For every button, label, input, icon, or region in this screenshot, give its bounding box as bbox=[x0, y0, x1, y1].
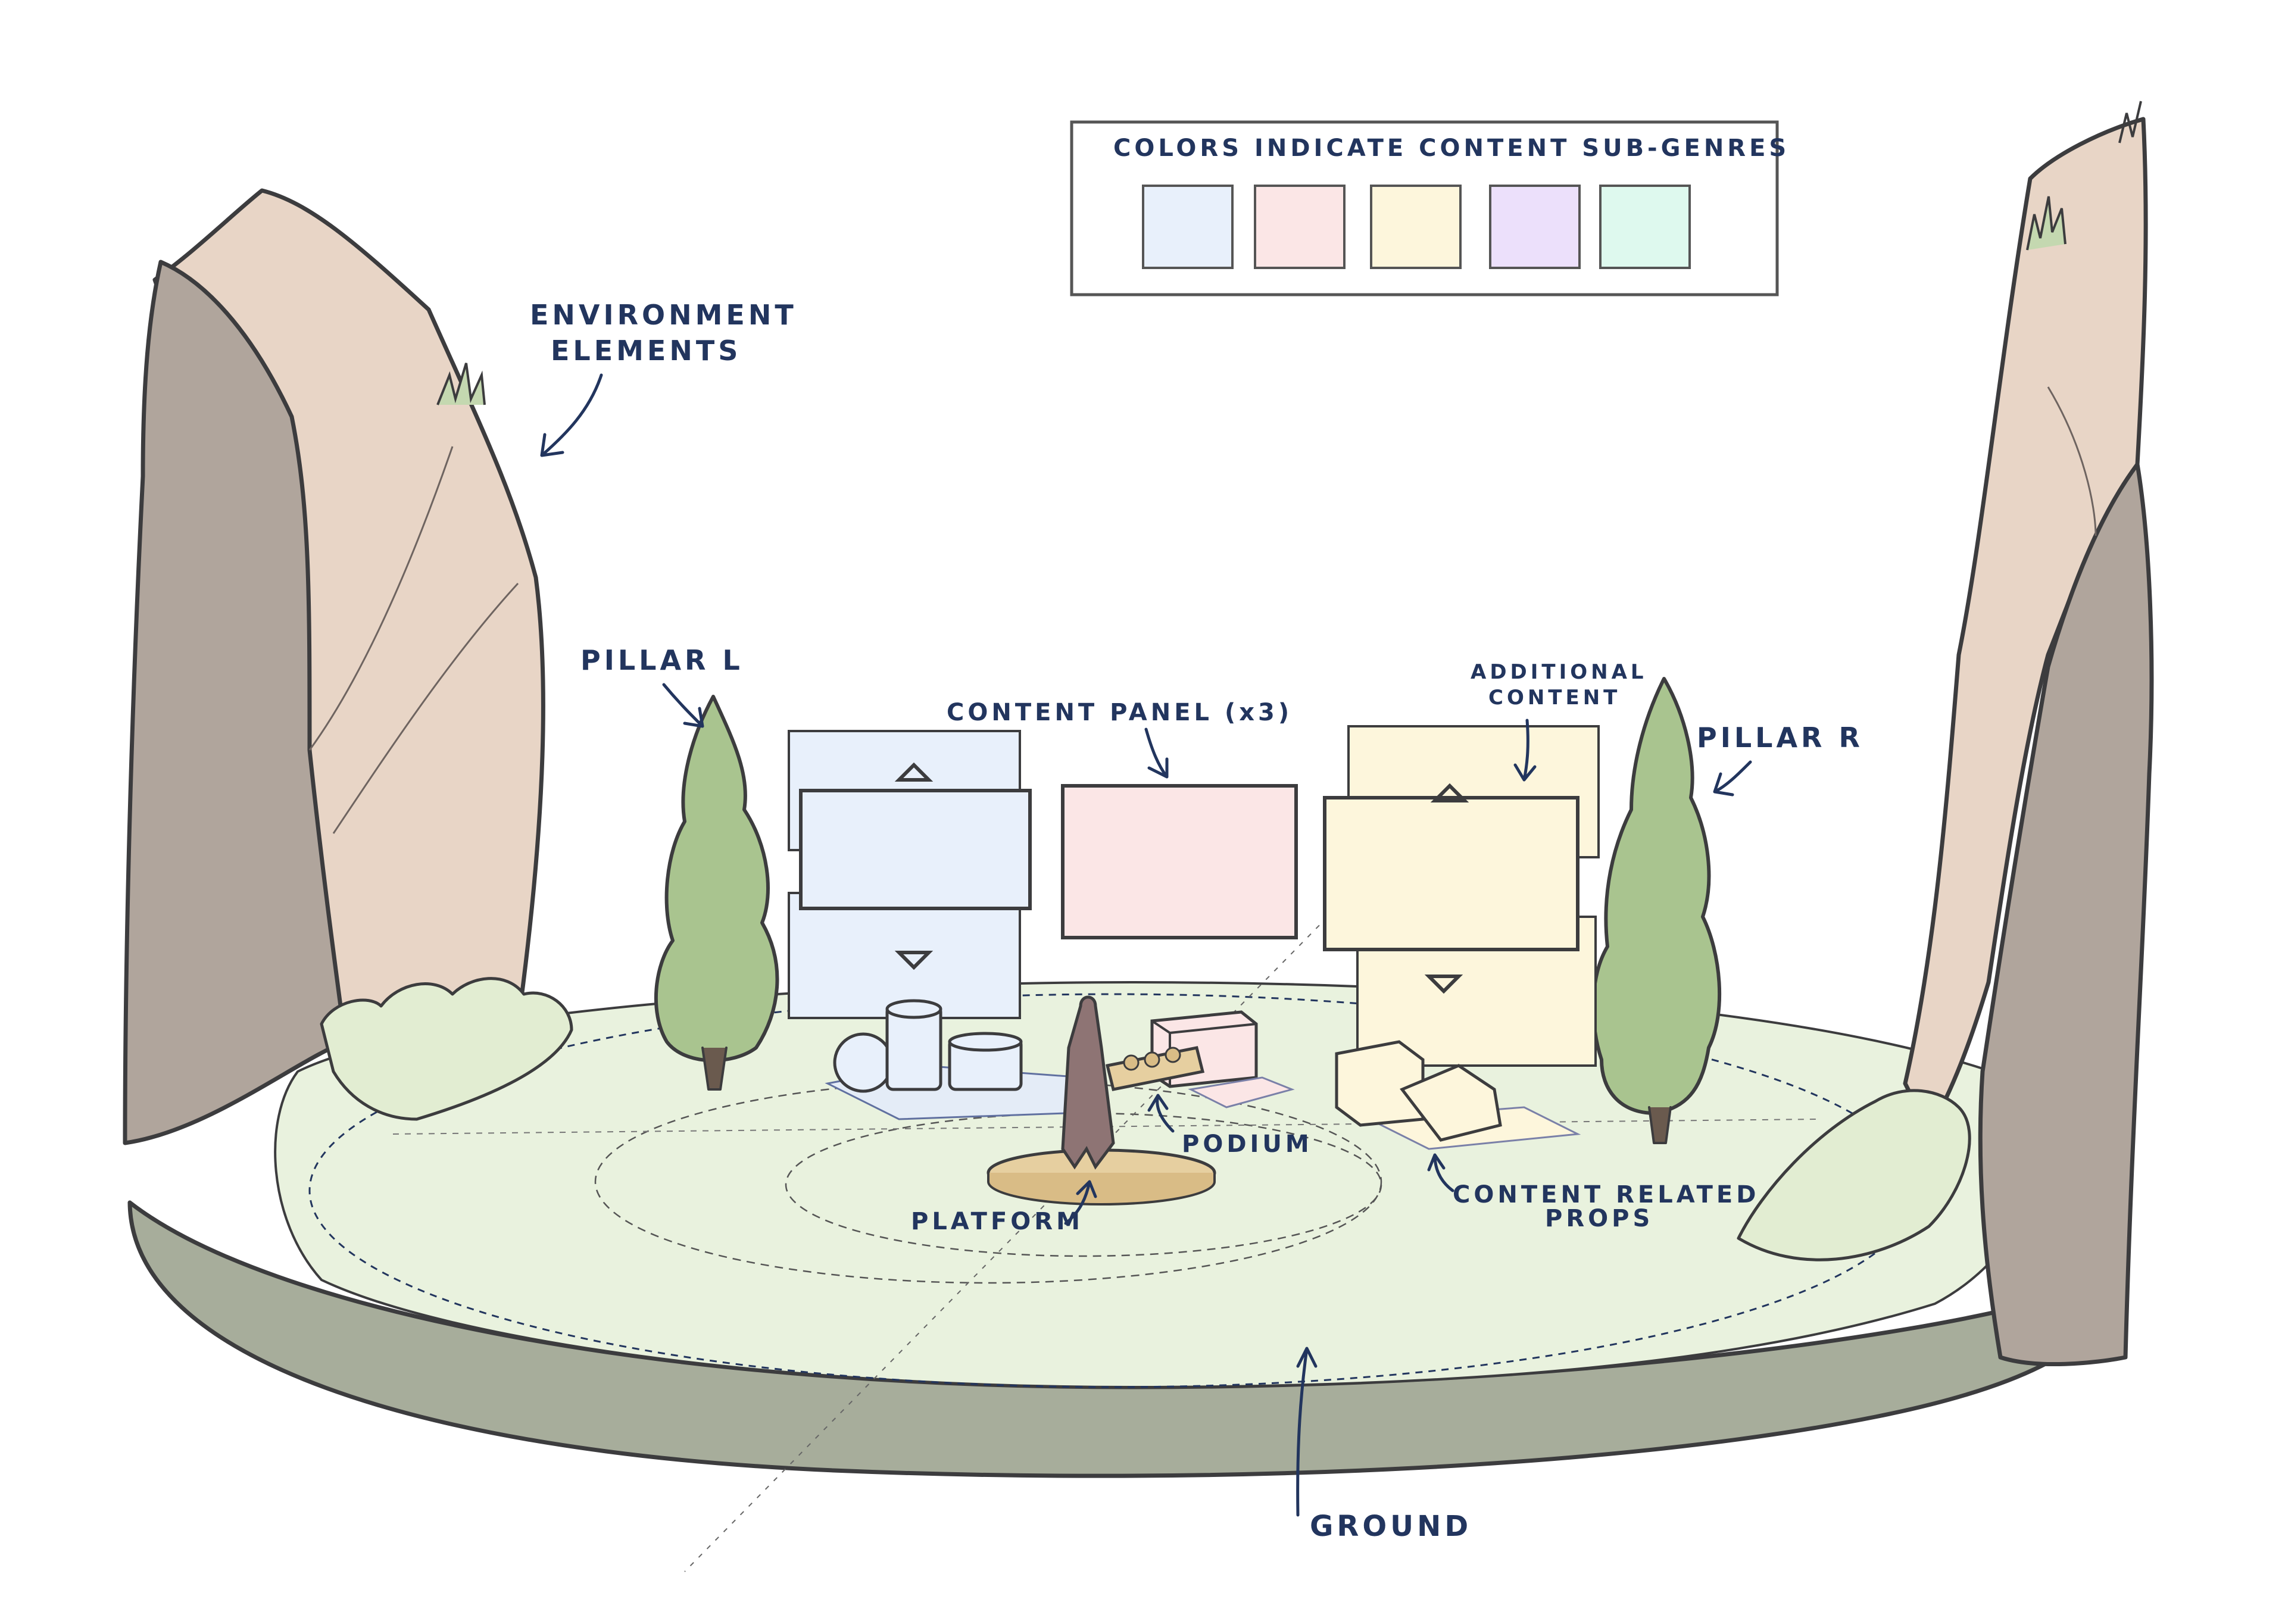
legend-box: COLORS INDICATE CONTENT SUB-GENRES bbox=[1070, 120, 1790, 296]
rock-left-grass bbox=[436, 363, 486, 405]
content-panel-right-stack bbox=[1323, 725, 1600, 1067]
prop-sphere bbox=[833, 1032, 894, 1093]
rock-left-crack bbox=[332, 582, 519, 834]
prop-crate bbox=[1335, 1040, 1425, 1127]
label-additional-line1: ADDITIONAL bbox=[1471, 660, 1647, 684]
label-content-panel: CONTENT PANEL (x3) bbox=[947, 699, 1293, 726]
annotation-podium: PODIUM bbox=[1147, 1094, 1313, 1158]
content-panel-left-stack bbox=[788, 730, 1032, 1019]
annotation-environment: ENVIRONMENT ELEMENTS bbox=[530, 299, 797, 457]
annotation-pillar-right: PILLAR R bbox=[1697, 722, 1863, 797]
rock-left-crack bbox=[308, 446, 454, 751]
label-ground: GROUND bbox=[1310, 1510, 1472, 1543]
rock-right bbox=[1903, 101, 2154, 1367]
label-environment-line2: ELEMENTS bbox=[551, 335, 741, 367]
annotation-props: CONTENT RELATED PROPS bbox=[1427, 1153, 1759, 1232]
props-right bbox=[1335, 1040, 1581, 1150]
annotation-ground: GROUND bbox=[1296, 1347, 1472, 1543]
label-platform: PLATFORM bbox=[911, 1208, 1084, 1235]
annotation-platform: PLATFORM bbox=[911, 1180, 1097, 1235]
label-pillar-right: PILLAR R bbox=[1697, 722, 1863, 754]
rock-left bbox=[123, 188, 545, 1145]
rock-right-light-face bbox=[1903, 117, 2148, 1133]
legend-swatch bbox=[1489, 185, 1581, 269]
bush-left bbox=[320, 977, 573, 1121]
props-left bbox=[825, 999, 1085, 1120]
rock-right-crack bbox=[2047, 386, 2097, 536]
ground-ring-outer bbox=[594, 1079, 1382, 1284]
triangle-down-icon[interactable] bbox=[894, 951, 934, 970]
legend-swatch bbox=[1599, 185, 1691, 269]
pillar-right-tree bbox=[1591, 677, 1722, 1144]
content-panel-left-front bbox=[799, 789, 1032, 910]
bush-right bbox=[1737, 1089, 1971, 1261]
rock-right-grass bbox=[2118, 101, 2142, 143]
label-props-line2: PROPS bbox=[1545, 1205, 1653, 1232]
rock-left-dark-face bbox=[123, 260, 348, 1145]
label-props-line1: CONTENT RELATED bbox=[1453, 1181, 1759, 1208]
label-pillar-left: PILLAR L bbox=[580, 644, 744, 676]
prop-crate-tilted bbox=[1400, 1064, 1502, 1142]
legend-swatch bbox=[1142, 185, 1234, 269]
content-panel-right-front bbox=[1323, 796, 1579, 951]
annotation-additional-content: ADDITIONAL CONTENT bbox=[1471, 660, 1647, 782]
rock-right-dark-face bbox=[1978, 462, 2154, 1367]
legend-swatch bbox=[1370, 185, 1462, 269]
legend-swatch bbox=[1254, 185, 1346, 269]
triangle-down-icon[interactable] bbox=[1424, 975, 1463, 994]
content-panel-center bbox=[1061, 784, 1298, 939]
label-environment-line1: ENVIRONMENT bbox=[530, 299, 797, 331]
label-podium: PODIUM bbox=[1182, 1130, 1313, 1158]
podium bbox=[1105, 1046, 1205, 1091]
platform bbox=[987, 1148, 1216, 1205]
label-additional-line2: CONTENT bbox=[1488, 686, 1621, 710]
rock-right-grass bbox=[2026, 196, 2067, 251]
avatar-figure bbox=[1061, 995, 1115, 1170]
ground-ring-inner bbox=[785, 1112, 1382, 1257]
triangle-up-icon[interactable] bbox=[1430, 783, 1469, 802]
pillar-left-tree bbox=[654, 695, 779, 1091]
annotation-pillar-left: PILLAR L bbox=[580, 644, 744, 728]
guide-axis-diagonal bbox=[684, 916, 1328, 1572]
legend-title: COLORS INDICATE CONTENT SUB-GENRES bbox=[1113, 135, 1790, 162]
triangle-up-icon[interactable] bbox=[894, 762, 934, 782]
annotation-content-panel: CONTENT PANEL (x3) bbox=[947, 699, 1293, 779]
